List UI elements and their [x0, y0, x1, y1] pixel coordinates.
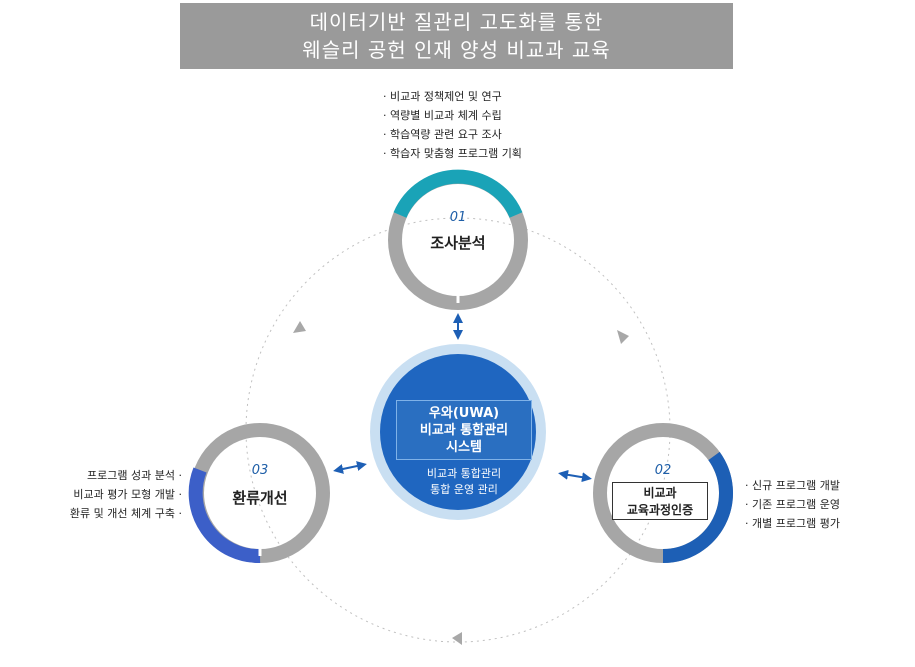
node3-ring: [188, 423, 330, 564]
hub-label-box: 우와(UWA) 비교과 통합관리 시스템: [396, 400, 532, 460]
hub-arrow-right: [558, 469, 592, 483]
hub-label-line-1: 우와(UWA): [428, 406, 500, 421]
cycle-arrow-bottom: [452, 632, 462, 645]
title-banner: 데이터기반 질관리 고도화를 통한 웨슬리 공헌 인재 양성 비교과 교육: [180, 3, 733, 69]
node2-ring: [593, 423, 734, 563]
node1-number: 01: [449, 210, 467, 225]
node2-bullet-list: 신규 프로그램 개발 기존 프로그램 운영 개별 프로그램 평가: [745, 476, 840, 533]
node2-label-line-2: 교육과정인증: [626, 503, 694, 517]
node1-ring: [388, 169, 528, 310]
node1-bullet: 학습자 맞춤형 프로그램 기획: [383, 144, 522, 163]
node1-label: 조사분석: [430, 234, 486, 252]
node1-bullet: 학습역량 관련 요구 조사: [383, 125, 522, 144]
hub-label-line-3: 시스템: [446, 440, 482, 455]
node2-label-box: 비교과 교육과정인증: [612, 482, 708, 520]
hub-subtext: 비교과 통합관리 통합 운영 관리: [396, 466, 532, 498]
hub-label-line-2: 비교과 통합관리: [419, 423, 509, 438]
node2-bullet: 기존 프로그램 운영: [745, 495, 840, 514]
title-line-2: 웨슬리 공헌 인재 양성 비교과 교육: [302, 38, 611, 62]
node1-bullet: 비교과 정책제언 및 연구: [383, 87, 522, 106]
node3-label: 환류개선: [232, 489, 288, 507]
node2-label-line-1: 비교과: [643, 486, 677, 500]
node3-bullet-list: 프로그램 성과 분석 비교과 평가 모형 개발 환류 및 개선 체계 구축: [30, 466, 182, 523]
node1-bullet: 역량별 비교과 체계 수립: [383, 106, 522, 125]
hub-sub-line-2: 통합 운영 관리: [430, 483, 498, 496]
hub-arrow-left: [333, 461, 367, 474]
title-line-1: 데이터기반 질관리 고도화를 통한: [309, 10, 604, 34]
node2-bullet: 개별 프로그램 평가: [745, 514, 840, 533]
node1-bullet-list: 비교과 정책제언 및 연구 역량별 비교과 체계 수립 학습역량 관련 요구 조…: [383, 87, 522, 163]
cycle-arrow-top-right: [617, 330, 629, 344]
cycle-arrow-top-left: [293, 321, 306, 333]
node2-number: 02: [654, 463, 672, 478]
node3-bullet: 비교과 평가 모형 개발: [30, 485, 182, 504]
hub-sub-line-1: 비교과 통합관리: [426, 467, 502, 480]
node3-number: 03: [251, 463, 269, 478]
node2-bullet: 신규 프로그램 개발: [745, 476, 840, 495]
node3-bullet: 환류 및 개선 체계 구축: [30, 504, 182, 523]
node3-bullet: 프로그램 성과 분석: [30, 466, 182, 485]
